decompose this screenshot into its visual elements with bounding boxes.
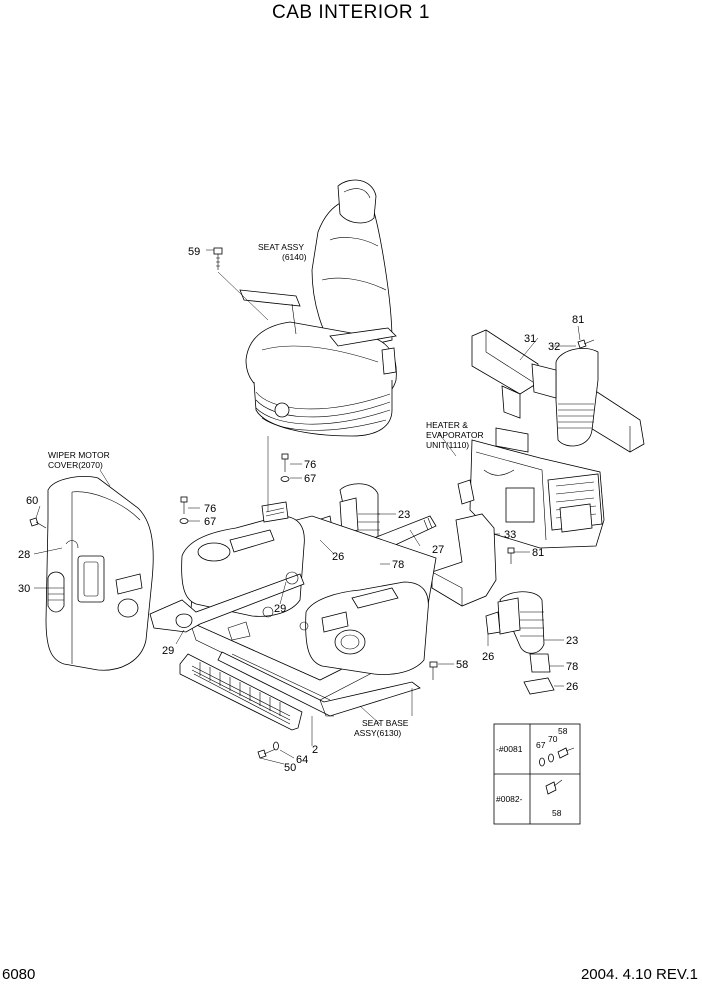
seat-base-assembly: [149, 501, 437, 717]
callout-26-bottom: 26: [566, 681, 578, 693]
page-number: 6080: [2, 966, 36, 983]
caption-wiper-cover-code: COVER(2070): [48, 460, 103, 470]
heater-evaporator-unit: [457, 427, 605, 549]
seat-assembly: [239, 179, 397, 437]
callout-2: 2: [312, 744, 318, 756]
callout-32: 32: [548, 341, 560, 353]
callout-26-upper: 26: [332, 551, 344, 563]
callout-58: 58: [456, 659, 468, 671]
callout-27: 27: [432, 544, 444, 556]
inset-callout-67: 67: [536, 740, 546, 750]
inset-callout-70: 70: [548, 734, 558, 744]
callout-78-lower: 78: [566, 661, 578, 673]
leader-lines: [33, 249, 581, 765]
callout-67-upper: 67: [304, 473, 316, 485]
callout-59: 59: [188, 246, 200, 258]
callout-29-center: 29: [274, 603, 286, 615]
fasteners: [179, 247, 595, 759]
callout-60: 60: [26, 495, 38, 507]
callout-50: 50: [284, 762, 296, 774]
assembly-captions: SEAT ASSY (6140) HEATER & EVAPORATOR UNI…: [48, 242, 484, 738]
callout-31: 31: [524, 333, 536, 345]
callout-23-upper: 23: [398, 509, 410, 521]
revision-date: 2004. 4.10 REV.1: [580, 966, 698, 983]
caption-wiper-motor: WIPER MOTOR: [48, 450, 110, 460]
caption-heater-unit-code: UNIT(1110): [426, 440, 469, 450]
callout-81-upper: 81: [572, 314, 584, 326]
callout-numbers: 59 81 31 32 76 67 76 67 60 28 30 29 29 2…: [18, 246, 584, 774]
caption-heater: HEATER &: [426, 420, 468, 430]
serial-number-inset: -#0081 #0082- 58 70 67 58: [493, 723, 581, 825]
inset-callout-58-row1: 58: [558, 726, 568, 736]
callout-81-right: 81: [532, 547, 544, 559]
callout-76-upper: 76: [304, 459, 316, 471]
air-duct-32: [531, 348, 645, 453]
callout-78-upper: 78: [392, 559, 404, 571]
inset-callout-58-row2: 58: [552, 808, 562, 818]
callout-64: 64: [296, 754, 308, 766]
caption-seat-assy-code: (6140): [282, 252, 307, 262]
air-duct-31: [471, 329, 539, 419]
callout-28: 28: [18, 549, 30, 561]
caption-seat-assy: SEAT ASSY: [258, 242, 304, 252]
inset-serial-row2: #0082-: [496, 794, 523, 804]
vent-louvre-lower: [485, 591, 555, 695]
caption-seat-base-code: ASSY(6130): [354, 728, 401, 738]
callout-23-lower: 23: [566, 635, 578, 647]
floor-grille-panel: [179, 653, 303, 731]
callout-67-left: 67: [204, 516, 216, 528]
wiper-motor-cover: [29, 476, 154, 671]
callout-29-left: 29: [162, 645, 174, 657]
page-title: CAB INTERIOR 1: [272, 2, 430, 23]
callout-33: 33: [504, 529, 516, 541]
callout-26-lower: 26: [482, 651, 494, 663]
callout-30: 30: [18, 583, 30, 595]
air-duct-33: [431, 513, 497, 607]
callout-76-left: 76: [204, 503, 216, 515]
caption-evaporator: EVAPORATOR: [426, 430, 484, 440]
inset-serial-row1: -#0081: [496, 744, 523, 754]
caption-seat-base: SEAT BASE: [362, 718, 409, 728]
